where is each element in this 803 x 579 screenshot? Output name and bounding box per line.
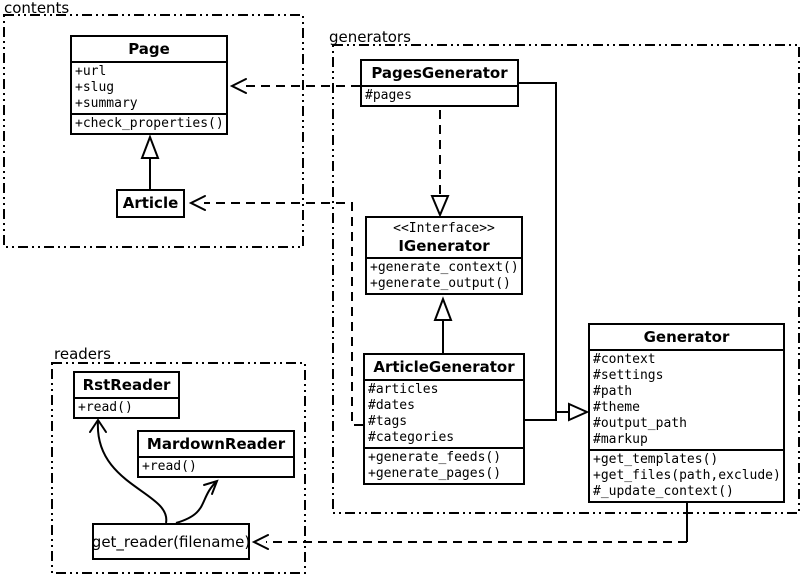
class-box-page: Page +url +slug +summary +check_properti… bbox=[70, 35, 228, 135]
class-title-articlegenerator: ArticleGenerator bbox=[373, 358, 515, 376]
class-title-pagesgenerator: PagesGenerator bbox=[371, 64, 508, 82]
methods-compartment-markdownreader: +read() bbox=[139, 456, 293, 476]
attribute-row: #articles bbox=[368, 382, 439, 397]
package-label-contents: contents bbox=[4, 0, 70, 17]
dependency-arrowhead-article bbox=[188, 195, 206, 211]
class-box-articlegenerator: ArticleGenerator #articles #dates #tags … bbox=[363, 353, 525, 485]
attribute-row: +slug bbox=[75, 80, 115, 95]
inheritance-triangle-generator bbox=[568, 402, 590, 422]
package-border-generators bbox=[332, 44, 800, 514]
attribute-row: #dates bbox=[368, 398, 415, 413]
attribute-row: #tags bbox=[368, 414, 408, 429]
method-row: +check_properties() bbox=[75, 116, 224, 131]
attribute-row: #theme bbox=[593, 400, 640, 415]
dependency-arrowhead-page bbox=[229, 78, 247, 94]
arrowhead-rstreader bbox=[89, 418, 107, 433]
class-title-article: Article bbox=[122, 194, 179, 212]
class-title-generator: Generator bbox=[643, 328, 730, 346]
header-compartment-igenerator: <<Interface>> IGenerator bbox=[367, 218, 521, 257]
curve-getreader-rstreader bbox=[96, 420, 168, 524]
method-row: #_update_context() bbox=[593, 484, 734, 499]
package-border-readers bbox=[51, 362, 306, 574]
class-title-rstreader: RstReader bbox=[82, 376, 171, 394]
stereotype-igenerator: <<Interface>> bbox=[393, 221, 495, 236]
dependency-line-articlegenerator-article bbox=[204, 202, 363, 426]
attribute-row: #pages bbox=[365, 88, 412, 103]
dependency-arrowhead-getreader bbox=[251, 534, 269, 550]
class-title-markdownreader: MardownReader bbox=[146, 435, 286, 453]
methods-compartment-rstreader: +read() bbox=[75, 397, 178, 417]
class-box-markdownreader: MardownReader +read() bbox=[137, 430, 295, 478]
method-row: +read() bbox=[142, 459, 197, 474]
class-box-rstreader: RstReader +read() bbox=[73, 371, 180, 419]
class-box-generator: Generator #context #settings #path #them… bbox=[588, 323, 785, 503]
method-row: +generate_context() bbox=[370, 260, 519, 275]
attributes-compartment-pagesgenerator: #pages bbox=[362, 85, 517, 105]
function-label-get-reader: get_reader(filename) bbox=[91, 532, 251, 551]
attribute-row: +summary bbox=[75, 96, 138, 111]
attribute-row: #context bbox=[593, 352, 656, 367]
method-row: +read() bbox=[78, 400, 133, 415]
attribute-row: #settings bbox=[593, 368, 664, 383]
methods-compartment-articlegenerator: +generate_feeds() +generate_pages() bbox=[365, 447, 523, 483]
attribute-row: #output_path bbox=[593, 416, 687, 431]
attributes-compartment-articlegenerator: #articles #dates #tags #categories bbox=[365, 379, 523, 447]
class-title-page: Page bbox=[128, 40, 170, 58]
package-border-contents bbox=[3, 14, 304, 248]
method-row: +generate_pages() bbox=[368, 466, 502, 481]
realization-triangle-igenerator bbox=[430, 195, 450, 218]
attribute-row: #markup bbox=[593, 432, 648, 447]
attributes-compartment-generator: #context #settings #path #theme #output_… bbox=[590, 349, 783, 449]
method-row: +get_files(path,exclude) bbox=[593, 468, 781, 483]
inheritance-triangle-page bbox=[140, 134, 160, 159]
arrowhead-markdownreader bbox=[203, 479, 219, 495]
attribute-row: #path bbox=[593, 384, 633, 399]
methods-compartment-igenerator: +generate_context() +generate_output() bbox=[367, 257, 521, 293]
class-title-igenerator: IGenerator bbox=[398, 237, 490, 255]
methods-compartment-page: +check_properties() bbox=[72, 113, 226, 133]
package-label-generators: generators bbox=[329, 28, 411, 46]
function-box-get-reader: get_reader(filename) bbox=[92, 523, 250, 560]
method-row: +get_templates() bbox=[593, 452, 719, 467]
class-box-pagesgenerator: PagesGenerator #pages bbox=[360, 59, 519, 107]
class-box-article: Article bbox=[116, 189, 185, 218]
method-row: +generate_feeds() bbox=[368, 450, 502, 465]
attributes-compartment-page: +url +slug +summary bbox=[72, 61, 226, 113]
inheritance-triangle-igenerator bbox=[433, 296, 453, 321]
package-label-readers: readers bbox=[54, 345, 111, 363]
attribute-row: +url bbox=[75, 64, 107, 79]
method-row: +generate_output() bbox=[370, 276, 511, 291]
curve-getreader-markdownreader bbox=[175, 480, 218, 524]
class-box-igenerator: <<Interface>> IGenerator +generate_conte… bbox=[365, 216, 523, 295]
inheritance-line-generators-generator bbox=[519, 82, 557, 421]
methods-compartment-generator: +get_templates() +get_files(path,exclude… bbox=[590, 449, 783, 501]
attribute-row: #categories bbox=[368, 430, 455, 445]
